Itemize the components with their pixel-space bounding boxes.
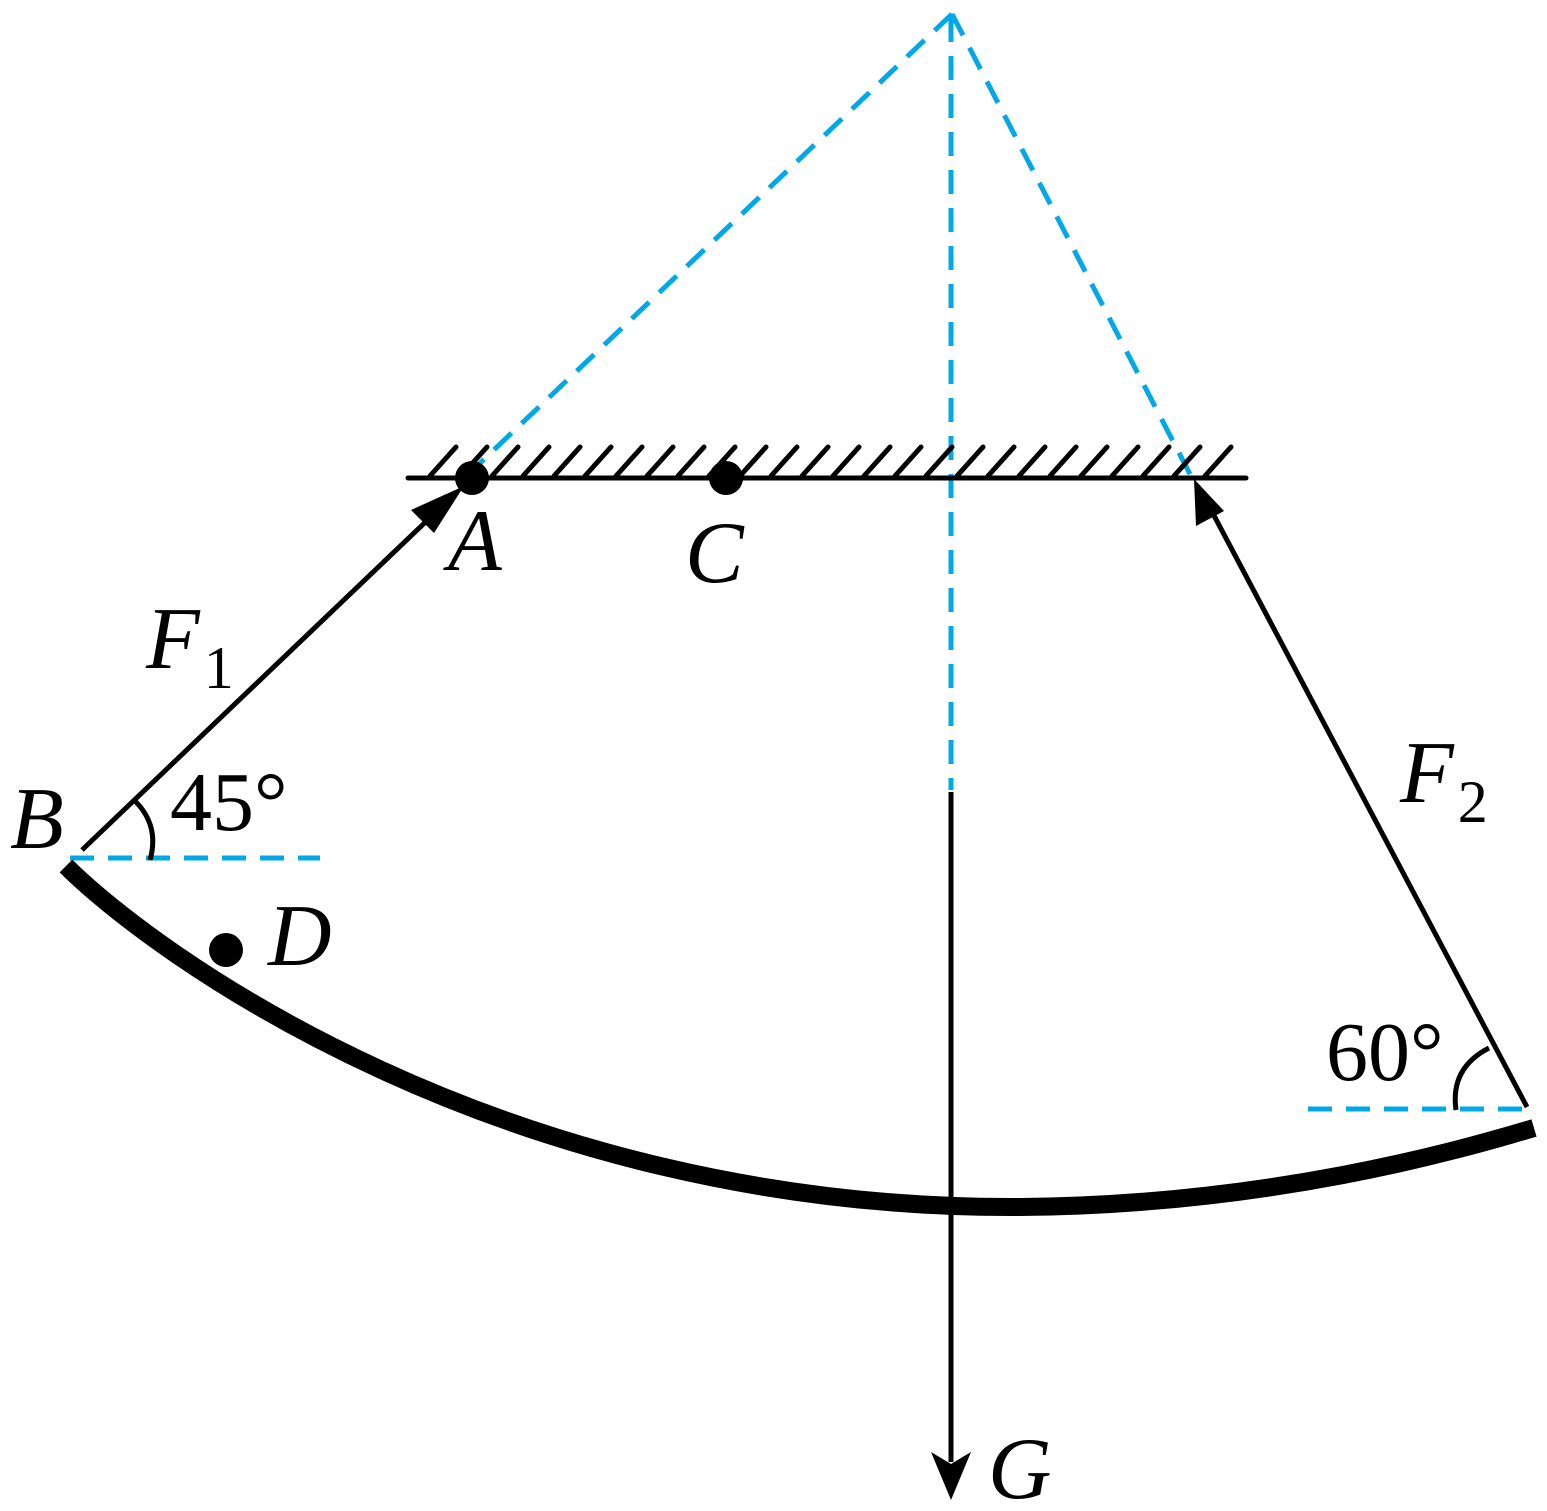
angle-arc-45	[132, 798, 156, 861]
hatch-mark	[582, 444, 614, 479]
hatch-mark	[1140, 444, 1172, 479]
label-f2: F 2	[1399, 725, 1488, 835]
hatch-mark	[1171, 444, 1203, 479]
hatch-mark	[1202, 444, 1234, 479]
ceiling-support	[405, 444, 1249, 481]
point-d	[209, 933, 243, 967]
angle-arc-60	[1452, 1045, 1491, 1111]
point-c	[709, 461, 743, 495]
hatch-mark	[830, 444, 862, 479]
force-f2-arrowhead	[1194, 479, 1224, 526]
hatch-mark	[861, 444, 893, 479]
label-b: B	[10, 771, 64, 868]
force-f1-arrow	[80, 510, 438, 852]
force-g-arrowhead	[931, 1452, 971, 1500]
label-g: G	[988, 1421, 1052, 1511]
angle-label-45: 45°	[170, 756, 288, 849]
hatch-mark	[768, 444, 800, 479]
force-f1-arrowhead	[411, 486, 464, 533]
label-f1-main: F	[145, 591, 201, 688]
label-d: D	[267, 888, 332, 985]
hatch-mark	[892, 444, 924, 479]
extension-line-f2	[949, 12, 1195, 480]
hatch-mark	[489, 444, 521, 479]
hatch-mark	[799, 444, 831, 479]
angle-label-60: 60°	[1326, 1006, 1444, 1099]
hatch-mark	[644, 444, 676, 479]
hatch-mark	[520, 444, 552, 479]
hatch-mark	[427, 444, 459, 479]
ceiling-hatching	[427, 444, 1234, 479]
hatch-mark	[675, 444, 707, 479]
hatch-mark	[954, 444, 986, 479]
hatch-mark	[1109, 444, 1141, 479]
hatch-mark	[923, 444, 955, 479]
label-a: A	[443, 493, 503, 590]
label-f2-sub: 2	[1458, 769, 1488, 835]
construction-lines	[70, 12, 1528, 1112]
hatch-mark	[613, 444, 645, 479]
hatch-mark	[1016, 444, 1048, 479]
label-f1-sub: 1	[204, 635, 234, 701]
point-a	[455, 461, 489, 495]
extension-line-f1	[476, 12, 954, 467]
hatch-mark	[551, 444, 583, 479]
hatch-mark	[737, 444, 769, 479]
force-f2-arrow	[1207, 506, 1530, 1109]
curved-rod	[59, 859, 1537, 1217]
label-f1: F 1	[145, 591, 234, 701]
hatch-mark	[985, 444, 1017, 479]
hatch-mark	[1078, 444, 1110, 479]
label-f2-main: F	[1399, 725, 1455, 822]
label-c: C	[685, 505, 745, 602]
hatch-mark	[1047, 444, 1079, 479]
